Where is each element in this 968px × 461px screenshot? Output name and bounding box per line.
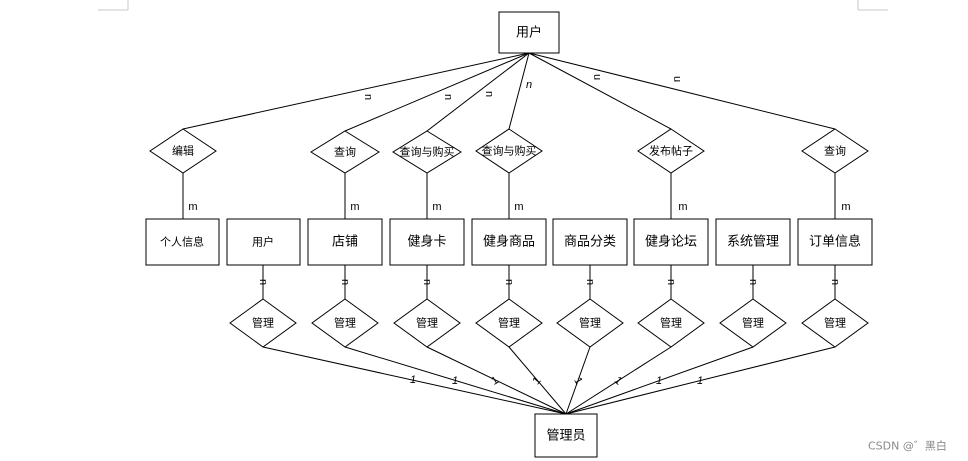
relation-query-order-label: 查询 bbox=[824, 144, 846, 158]
cardinality-user-query-goods: n bbox=[526, 79, 532, 91]
admin-links bbox=[262, 346, 836, 415]
cardinality-manage-card-n: n bbox=[421, 279, 433, 285]
cardinality-admin-system: 1 bbox=[656, 375, 662, 387]
cardinality-manage-order-n: n bbox=[829, 279, 841, 285]
relation-manage-order-label: 管理 bbox=[824, 316, 846, 330]
cardinality-order: m bbox=[841, 201, 850, 213]
relation-edit-label: 编辑 bbox=[172, 144, 194, 158]
entity-goods-category-label: 商品分类 bbox=[564, 235, 616, 250]
cardinality-manage-system-n: n bbox=[747, 279, 759, 285]
relation-manage-shop-label: 管理 bbox=[334, 316, 356, 330]
relation-manage-category-label: 管理 bbox=[579, 316, 601, 330]
cardinality-user-query-shop: n bbox=[442, 94, 454, 100]
corner-mark-right bbox=[857, 0, 888, 11]
entity-shop-label: 店铺 bbox=[332, 235, 358, 250]
cardinality-admin-forum: 1 bbox=[612, 374, 624, 387]
entity-profile-label: 个人信息 bbox=[160, 235, 204, 249]
relation-manage-shop: 管理 bbox=[311, 298, 379, 348]
cardinality-goods: m bbox=[514, 201, 523, 213]
entity-user: 用户 bbox=[226, 218, 301, 266]
relation-entity-links bbox=[182, 173, 836, 219]
relation-manage-card-label: 管理 bbox=[416, 316, 438, 330]
cardinality-admin-card: 1 bbox=[489, 374, 500, 387]
relation-manage-forum-label: 管理 bbox=[660, 316, 682, 330]
entity-fitness-goods-label: 健身商品 bbox=[483, 234, 535, 250]
entity-order-info-label: 订单信息 bbox=[809, 234, 861, 250]
cardinality-user-post: n bbox=[591, 74, 603, 80]
cardinality-manage-category-n: n bbox=[584, 279, 596, 285]
relation-query-buy-card-label: 查询与购买 bbox=[400, 145, 455, 159]
entity-fitness-forum: 健身论坛 bbox=[633, 218, 709, 266]
cardinality-admin-category: 1 bbox=[571, 375, 584, 386]
relation-post: 发布帖子 bbox=[637, 128, 705, 174]
user-links bbox=[182, 52, 836, 132]
entity-fitness-card-label: 健身卡 bbox=[407, 234, 446, 250]
cardinality-manage-shop-n: n bbox=[339, 279, 351, 285]
relation-manage-card: 管理 bbox=[393, 298, 461, 348]
relation-manage-order: 管理 bbox=[801, 298, 869, 348]
corner-mark-left bbox=[98, 0, 129, 11]
cardinality-user-query-order: n bbox=[671, 76, 683, 82]
watermark: CSDN @゛黑白 bbox=[868, 439, 947, 453]
entity-order-info: 订单信息 bbox=[797, 218, 873, 266]
relation-manage-goods: 管理 bbox=[475, 298, 543, 348]
relation-post-label: 发布帖子 bbox=[649, 144, 693, 158]
entity-user-label: 用户 bbox=[252, 235, 274, 249]
relation-query-buy-goods: 查询与购买 bbox=[475, 128, 543, 174]
entity-user-top: 用户 bbox=[498, 11, 560, 54]
relation-manage-goods-label: 管理 bbox=[498, 316, 520, 330]
cardinality-manage-goods-n: n bbox=[503, 279, 515, 285]
entity-goods-category: 商品分类 bbox=[552, 218, 628, 266]
entity-system-admin-label: 系统管理 bbox=[727, 235, 779, 250]
cardinality-admin-order: 1 bbox=[697, 375, 703, 387]
entity-fitness-card: 健身卡 bbox=[389, 218, 465, 266]
entity-profile: 个人信息 bbox=[145, 218, 220, 266]
relation-manage-user-label: 管理 bbox=[252, 316, 274, 330]
relation-manage-forum: 管理 bbox=[637, 298, 705, 348]
relation-manage-category: 管理 bbox=[556, 298, 624, 348]
cardinality-forum: m bbox=[678, 201, 687, 213]
relation-query-order: 查询 bbox=[801, 128, 869, 174]
entity-fitness-goods: 健身商品 bbox=[471, 218, 547, 266]
relation-edit: 编辑 bbox=[149, 128, 217, 174]
cardinality-shop: m bbox=[350, 201, 359, 213]
entity-user-top-label: 用户 bbox=[516, 25, 542, 41]
entity-fitness-forum-label: 健身论坛 bbox=[645, 234, 697, 250]
relation-manage-system-label: 管理 bbox=[742, 316, 764, 330]
cardinality-profile: m bbox=[188, 201, 197, 213]
cardinality-user-query-card: n bbox=[483, 91, 495, 97]
cardinality-admin-shop: 1 bbox=[452, 375, 458, 387]
entity-manage-links bbox=[262, 265, 836, 299]
cardinality-manage-user-n: n bbox=[257, 279, 269, 285]
relation-query-buy-goods-label: 查询与购买 bbox=[482, 144, 537, 158]
entity-system-admin: 系统管理 bbox=[715, 218, 791, 266]
cardinality-admin-user: 1 bbox=[410, 374, 416, 386]
relation-manage-user: 管理 bbox=[229, 298, 297, 348]
relation-query-shop-label: 查询 bbox=[334, 145, 356, 159]
relation-manage-system: 管理 bbox=[719, 298, 787, 348]
cardinality-user-edit: n bbox=[362, 94, 374, 100]
entity-admin: 管理员 bbox=[534, 413, 598, 458]
relation-query-buy-card: 查询与购买 bbox=[392, 130, 462, 174]
entity-admin-label: 管理员 bbox=[546, 429, 585, 444]
cardinality-card: m bbox=[432, 201, 441, 213]
entity-shop: 店铺 bbox=[307, 218, 383, 266]
cardinality-manage-forum-n: n bbox=[665, 279, 677, 285]
relation-query-shop: 查询 bbox=[310, 130, 380, 174]
